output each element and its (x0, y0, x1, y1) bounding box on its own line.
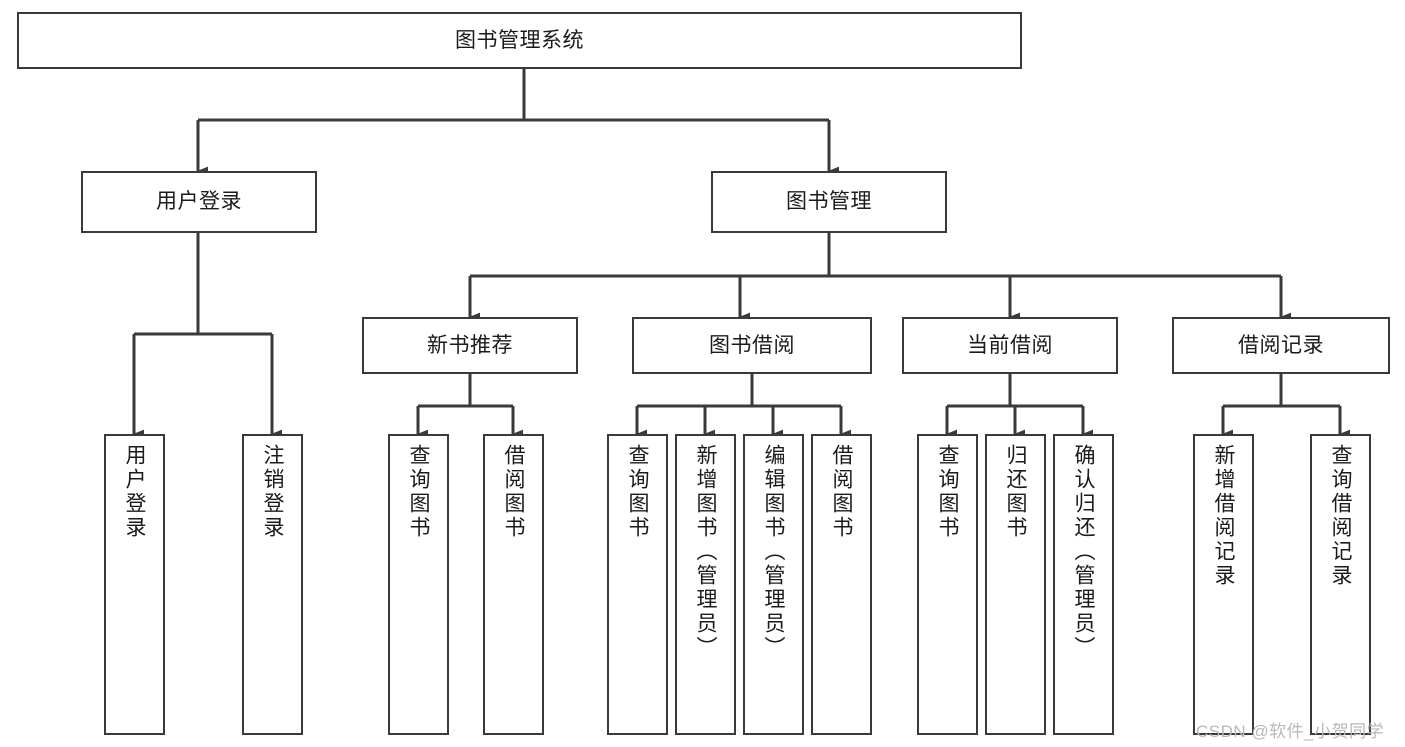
node-label-book-borrow: 图书借阅 (709, 333, 795, 357)
node-label-book-management: 图书管理 (786, 190, 872, 214)
node-book-management[interactable]: 图书管理 (711, 171, 947, 233)
node-leaf-query-book-current[interactable]: 查询图书 (917, 434, 978, 735)
node-label-leaf-query-borrow-record: 查询借阅记录 (1329, 444, 1352, 588)
node-book-borrow[interactable]: 图书借阅 (632, 317, 872, 374)
node-label-root: 图书管理系统 (455, 28, 584, 52)
node-leaf-borrow-book[interactable]: 借阅图书 (811, 434, 872, 735)
node-leaf-add-book-admin[interactable]: 新增图书（管理员） (675, 434, 736, 735)
node-label-leaf-add-book-admin: 新增图书（管理员） (694, 444, 717, 660)
node-label-leaf-query-book-recommend: 查询图书 (407, 444, 430, 540)
node-current-borrow[interactable]: 当前借阅 (902, 317, 1118, 374)
node-leaf-borrow-book-recommend[interactable]: 借阅图书 (483, 434, 544, 735)
node-leaf-return-book[interactable]: 归还图书 (985, 434, 1046, 735)
node-label-leaf-borrow-book: 借阅图书 (830, 444, 853, 540)
node-leaf-edit-book-admin[interactable]: 编辑图书（管理员） (743, 434, 804, 735)
node-label-leaf-confirm-return-admin: 确认归还（管理员） (1072, 444, 1095, 660)
node-user-login[interactable]: 用户登录 (81, 171, 317, 233)
node-label-leaf-logout-login: 注销登录 (261, 444, 284, 540)
node-label-borrow-record: 借阅记录 (1238, 333, 1324, 357)
node-leaf-query-book-borrow[interactable]: 查询图书 (607, 434, 668, 735)
node-leaf-user-login[interactable]: 用户登录 (104, 434, 165, 735)
node-label-user-login: 用户登录 (156, 190, 242, 214)
node-leaf-add-borrow-record[interactable]: 新增借阅记录 (1193, 434, 1254, 735)
node-label-leaf-edit-book-admin: 编辑图书（管理员） (762, 444, 785, 660)
node-new-book-recommend[interactable]: 新书推荐 (362, 317, 578, 374)
node-label-leaf-return-book: 归还图书 (1004, 444, 1027, 540)
node-label-leaf-query-book-current: 查询图书 (936, 444, 959, 540)
node-leaf-query-book-recommend[interactable]: 查询图书 (388, 434, 449, 735)
node-label-leaf-borrow-book-recommend: 借阅图书 (502, 444, 525, 540)
node-label-leaf-user-login: 用户登录 (123, 444, 146, 540)
node-label-leaf-add-borrow-record: 新增借阅记录 (1212, 444, 1235, 588)
node-borrow-record[interactable]: 借阅记录 (1172, 317, 1390, 374)
node-leaf-confirm-return-admin[interactable]: 确认归还（管理员） (1053, 434, 1114, 735)
node-label-leaf-query-book-borrow: 查询图书 (626, 444, 649, 540)
node-leaf-logout-login[interactable]: 注销登录 (242, 434, 303, 735)
connector-lines (132, 69, 1351, 439)
node-leaf-query-borrow-record[interactable]: 查询借阅记录 (1310, 434, 1371, 735)
node-label-current-borrow: 当前借阅 (967, 333, 1053, 357)
node-label-new-book-recommend: 新书推荐 (427, 333, 513, 357)
node-root[interactable]: 图书管理系统 (17, 12, 1022, 69)
